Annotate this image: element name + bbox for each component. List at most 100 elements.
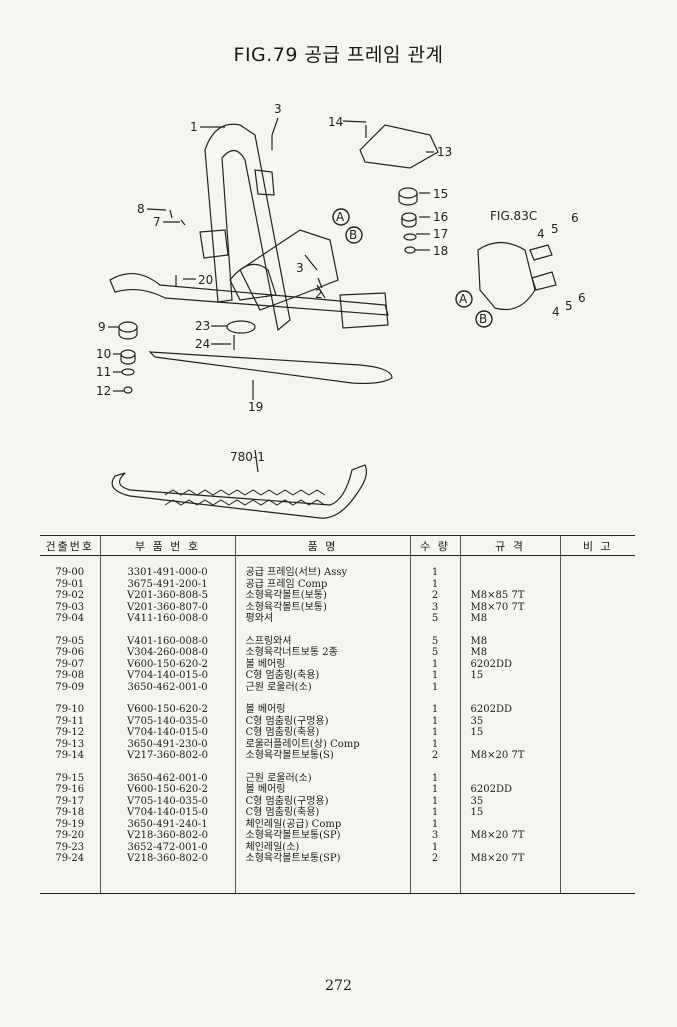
cell-remarks (559, 647, 635, 659)
cell-spec: M8×20 7T (459, 853, 560, 865)
cell-spec: M8 (459, 635, 560, 647)
callout-5b: 5 (565, 299, 573, 313)
cell-name: 소형육각볼트(보통) (234, 590, 410, 602)
callout-2: 2 (315, 287, 323, 301)
marker-b-ref: B (479, 312, 487, 326)
cell-part: V704-140-015-0 (99, 807, 235, 819)
cell-qty: 1 (409, 670, 460, 682)
cell-name: 소형육각볼트보통(S) (234, 750, 410, 762)
header-quantity: 수 량 (409, 535, 460, 556)
callout-10: 10 (96, 347, 111, 361)
callout-18: 18 (433, 244, 448, 258)
chain-label: 780-1 (230, 450, 265, 464)
header-spec: 규 격 (459, 535, 560, 556)
cell-no: 79-19 (55, 818, 85, 830)
cell-part: 3650-491-230-0 (99, 738, 235, 750)
cell-name: 볼 베어링 (234, 784, 410, 796)
cell-spec: M8 (459, 647, 560, 659)
cell-part: V304-260-008-0 (99, 647, 235, 659)
callout-24: 24 (195, 337, 210, 351)
cell-no: 79-05 (55, 635, 85, 647)
cell-part: V600-150-620-2 (99, 704, 235, 716)
cell-spec (459, 567, 560, 579)
cell-no: 79-24 (55, 853, 85, 864)
cell-remarks (559, 681, 635, 693)
callout-4: 4 (537, 227, 545, 241)
cell-spec: 35 (459, 795, 560, 807)
header-part-name: 품 명 (234, 535, 410, 556)
cell-spec: M8×85 7T (459, 590, 560, 602)
cell-name: 볼 베어링 (234, 658, 410, 670)
cell-name: 소형육각너트보통 2종 (234, 647, 410, 659)
cell-name: 로울러플레이트(상) Comp (234, 738, 410, 750)
cell-part: 3650-491-240-1 (99, 818, 235, 830)
cell-no: 79-03 (55, 601, 85, 613)
cell-part: 3652-472-001-0 (99, 841, 235, 853)
cell-name: 스프링와셔 (234, 635, 410, 647)
cell-spec: 6202DD (459, 658, 560, 670)
marker-a-ref: A (459, 292, 468, 306)
figure-title: FIG.79 공급 프레임 관계 (233, 44, 444, 66)
cell-spec: 15 (459, 670, 560, 682)
cell-spec: M8 (459, 613, 560, 625)
cell-remarks (559, 590, 635, 602)
cell-qty: 2 (409, 853, 460, 865)
callout-11: 11 (96, 365, 111, 379)
cell-qty: 3 (409, 601, 460, 613)
callout-4b: 4 (552, 305, 560, 319)
cell-no: 79-14 (55, 750, 85, 761)
cell-part: V600-150-620-2 (99, 784, 235, 796)
header-part-no: 부 품 번 호 (99, 535, 235, 556)
cell-spec (459, 772, 560, 784)
cell-part: V705-140-035-0 (99, 795, 235, 807)
cell-qty: 1 (409, 841, 460, 853)
cell-remarks (559, 807, 635, 819)
cell-name: 공급 프레임(서브) Assy (234, 567, 410, 579)
cell-qty: 1 (409, 727, 460, 739)
cell-no: 79-01 (55, 578, 85, 590)
cell-no: 79-11 (55, 715, 85, 727)
cell-remarks (559, 841, 635, 853)
callout-19: 19 (248, 400, 263, 414)
cell-qty: 1 (409, 772, 460, 784)
cell-name: C형 멈춤링(축용) (234, 807, 410, 819)
cell-name: 평와셔 (234, 613, 410, 625)
cell-spec: M8×70 7T (459, 601, 560, 613)
table-spacer-row (40, 693, 635, 704)
cell-remarks (559, 853, 635, 865)
cell-no: 79-04 (55, 613, 85, 624)
cell-spec: 6202DD (459, 704, 560, 716)
cell-no: 79-08 (55, 670, 85, 681)
cell-remarks (559, 704, 635, 716)
cell-qty: 1 (409, 567, 460, 579)
cell-name: 체인레일(소) (234, 841, 410, 853)
cell-no: 79-17 (55, 795, 85, 807)
cell-qty: 2 (409, 750, 460, 762)
cell-name: 근원 로울러(소) (234, 772, 410, 784)
callout-9: 9 (98, 320, 106, 334)
cell-spec: M8×20 7T (459, 830, 560, 842)
header-ref-no: 건출번호 (40, 535, 100, 556)
cell-remarks (559, 613, 635, 625)
table-spacer-row (40, 864, 635, 894)
cell-qty: 1 (409, 704, 460, 716)
callout-20: 20 (198, 273, 213, 287)
cell-remarks (559, 772, 635, 784)
cell-part: V705-140-035-0 (99, 715, 235, 727)
cell-no: 79-12 (55, 727, 85, 738)
cell-name: 볼 베어링 (234, 704, 410, 716)
callout-3b: 3 (296, 261, 304, 275)
cell-no: 79-00 (55, 567, 85, 578)
chain-rail (148, 351, 393, 385)
